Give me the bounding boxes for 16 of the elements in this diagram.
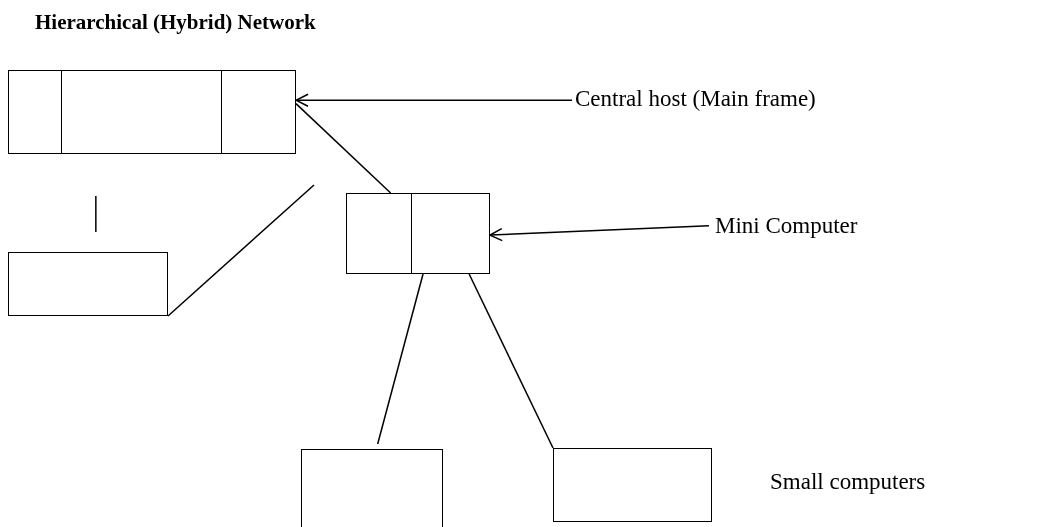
arrow [295,93,573,107]
diagram-title: Hierarchical (Hybrid) Network [35,10,316,35]
node-label: Central host (Main frame) [575,85,816,113]
computer-box [301,449,443,527]
computer-box [8,70,296,154]
connector-line [295,102,392,194]
computer-box [553,448,712,522]
connector-line [468,273,554,449]
node-label: Mini Computer [715,212,858,240]
connector-line [376,273,424,445]
connector-line [95,195,97,233]
computer-box [8,252,168,316]
arrow [489,225,710,242]
computer-box [346,193,490,274]
connector-line [167,184,315,317]
note-label: Small computers [770,468,926,496]
